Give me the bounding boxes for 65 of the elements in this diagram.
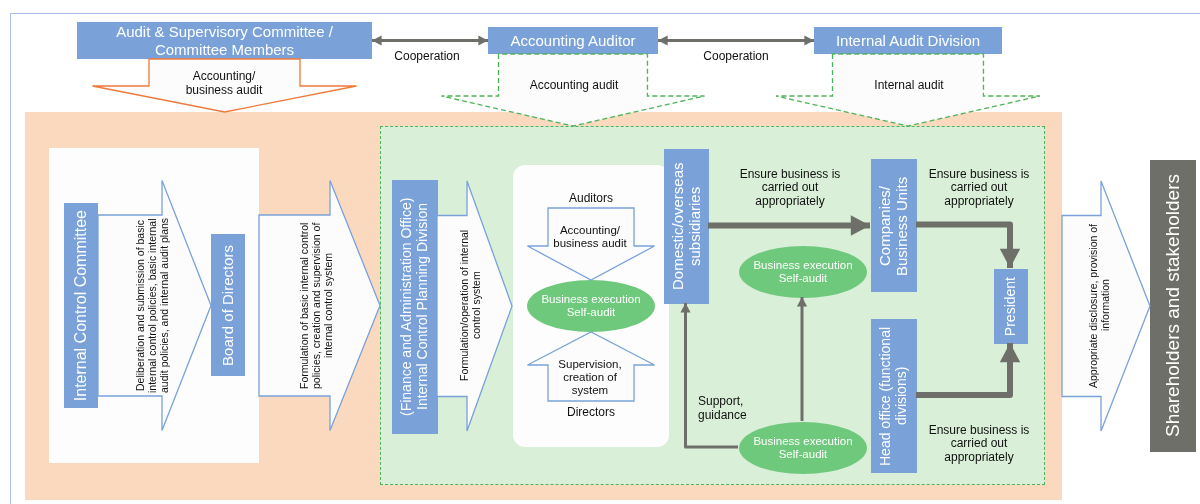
unit-name: President (1003, 276, 1019, 337)
org-box (77, 22, 372, 59)
arrow-text: Accounting/ business audit (184, 70, 264, 98)
edge-label: Ensure business is carried out appropriately (738, 167, 842, 209)
arrow (658, 35, 814, 46)
org-box (664, 149, 709, 304)
activity-ellipse (527, 280, 655, 332)
arrow-text: Formulation/operation of internal control system (459, 228, 483, 383)
edge-label: Ensure business is carried out appropriately (927, 423, 1031, 465)
activity-label: Business execution Self-audit (752, 434, 854, 462)
unit-name: Head office (functional divisions) (878, 325, 910, 468)
unit-name: Board of Directors (219, 244, 237, 366)
role-label: Directors (556, 401, 626, 422)
arrow (916, 221, 1021, 268)
block-arrow (1061, 180, 1151, 432)
block-arrow (775, 53, 1041, 127)
arrow-text: Accounting audit (528, 79, 620, 93)
edge-label: Support, guidance (698, 395, 748, 423)
unit-name: Domestic/overseas subsidiaries (669, 161, 704, 293)
activity-ellipse (739, 246, 867, 298)
block-arrow (436, 180, 513, 432)
block-arrow (97, 179, 212, 432)
org-box (871, 319, 917, 473)
arrow (708, 215, 870, 236)
unit-name: Audit & Supervisory Committee / Committee Members (115, 23, 334, 58)
arrow (916, 343, 1021, 398)
activity-label: Business execution Self-audit (540, 292, 642, 320)
unit-name: Internal Audit Division (835, 31, 981, 50)
arrow-text: Appropriate disclosure, provision of information (1088, 222, 1112, 390)
org-box (392, 180, 438, 434)
org-box (871, 159, 917, 292)
org-box (64, 203, 98, 408)
dashed-region (380, 126, 1045, 485)
org-box (211, 234, 245, 376)
edge-label: Ensure business is carried out appropriately (927, 167, 1031, 209)
inner-panel (49, 148, 259, 463)
block-arrow (440, 53, 706, 127)
role-label: Auditors (556, 187, 626, 208)
arrow (372, 35, 488, 46)
unit-name: Internal Control Committee (72, 209, 90, 402)
block-arrow (91, 58, 358, 113)
org-box (994, 269, 1028, 344)
arrow-text: Internal audit (873, 79, 945, 93)
arrow-text: Supervision, creation of system (557, 358, 623, 398)
arrow-text: Accounting/ business audit (552, 224, 628, 251)
block-arrow (526, 331, 656, 402)
arrow (680, 303, 738, 449)
block-arrow (258, 179, 381, 432)
arrow (796, 297, 808, 421)
stakeholder-box (1150, 160, 1196, 452)
edge-label: Cooperation (702, 50, 770, 64)
unit-name: (Finance and Administration Office) Internal Control Planning Division (399, 196, 431, 419)
activity-ellipse (739, 422, 867, 474)
arrow-text: Deliberation and submission of basic internal control policies, basic internal audit policies, and internal audit plans (134, 216, 170, 395)
inner-panel (513, 165, 669, 447)
unit-name: Shareholders and stakeholders (1162, 174, 1184, 438)
org-box (488, 27, 658, 54)
block-arrow (526, 207, 656, 281)
org-box (814, 27, 1002, 54)
arrow-text: Formulation of basic internal control policies, creation and supervision of internal control system (298, 220, 334, 391)
unit-name: Accounting Auditor (510, 31, 636, 50)
edge-label: Cooperation (393, 50, 461, 64)
section-panel (25, 112, 1062, 500)
activity-label: Business execution Self-audit (752, 258, 854, 286)
unit-name: Companies/ Business Units (877, 174, 911, 278)
